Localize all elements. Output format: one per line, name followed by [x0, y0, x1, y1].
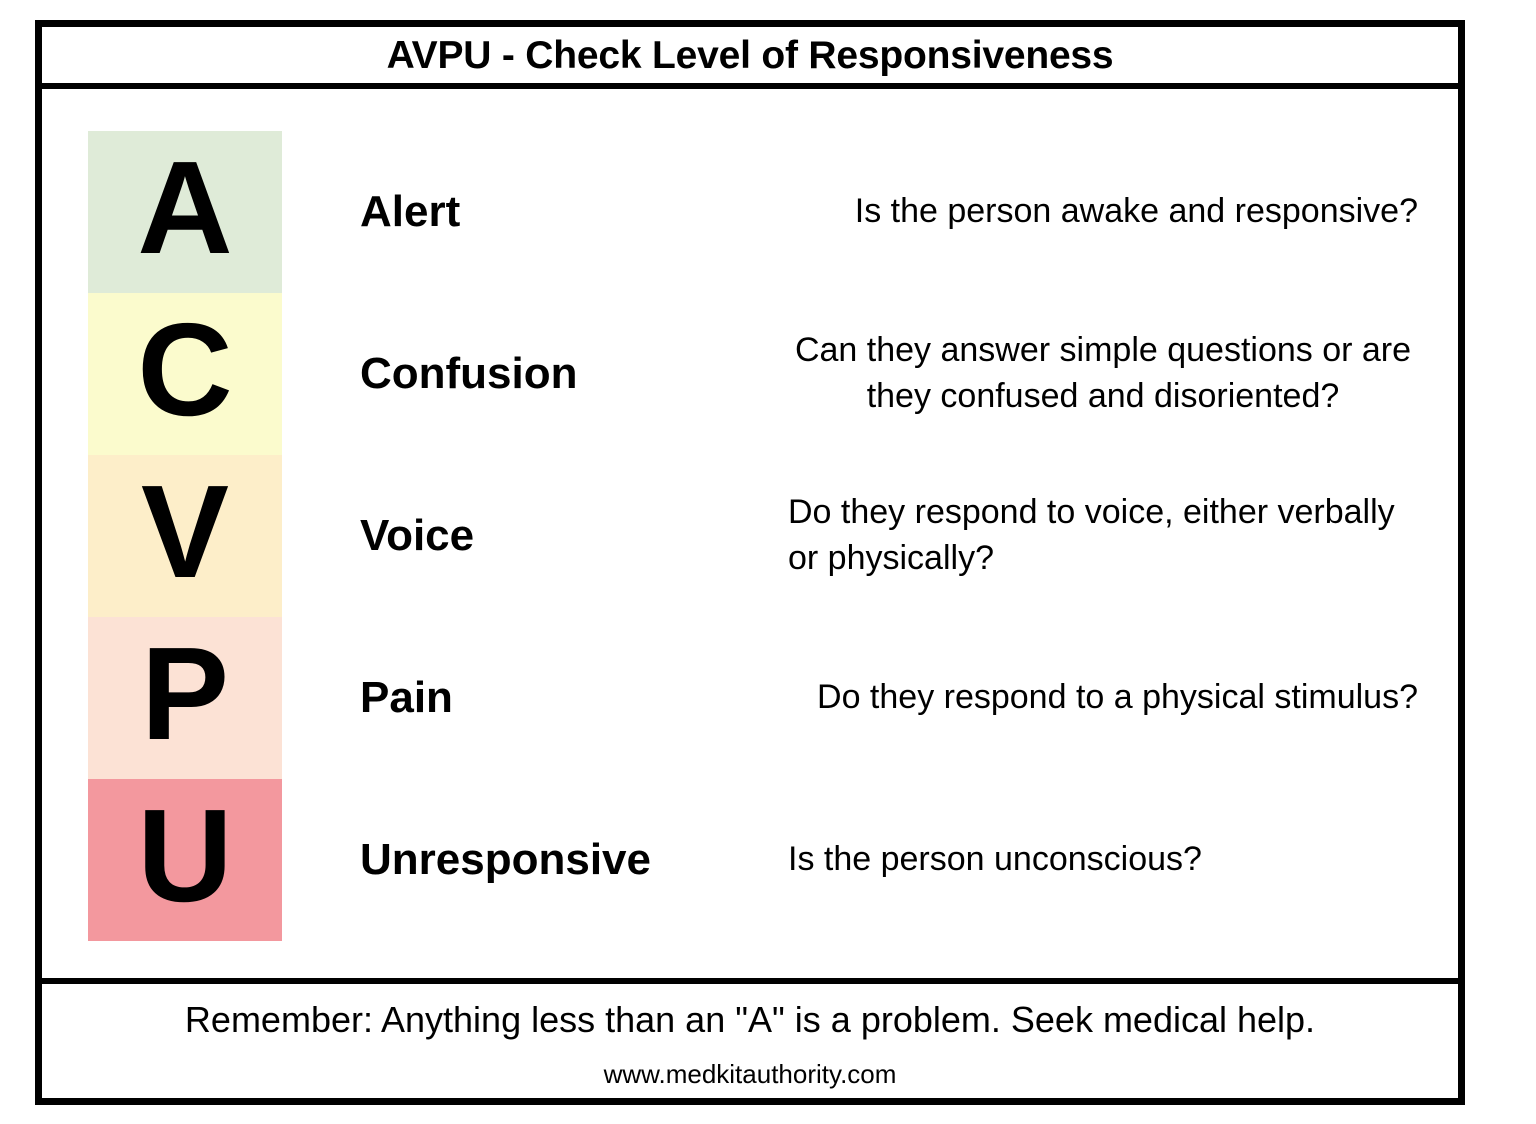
avpu-swatch-u: U	[88, 779, 282, 941]
avpu-label-cell-a: Alert	[360, 131, 760, 293]
table-row: U Unresponsive Is the person unconscious…	[88, 779, 1418, 941]
avpu-desc-cell-v: Do they respond to voice, either verball…	[788, 455, 1418, 617]
avpu-description-u: Is the person unconscious?	[788, 840, 1202, 879]
avpu-label-cell-v: Voice	[360, 455, 760, 617]
page-title: AVPU - Check Level of Responsiveness	[386, 33, 1114, 77]
avpu-description-v: Do they respond to voice, either verball…	[788, 493, 1395, 577]
avpu-poster: AVPU - Check Level of Responsiveness A A…	[35, 20, 1465, 1105]
avpu-label-u: Unresponsive	[360, 834, 651, 884]
poster-title-bar: AVPU - Check Level of Responsiveness	[42, 27, 1458, 89]
avpu-description-a: Is the person awake and responsive?	[854, 192, 1418, 231]
avpu-desc-cell-a: Is the person awake and responsive?	[788, 131, 1418, 293]
avpu-label-v: Voice	[360, 510, 475, 560]
avpu-desc-cell-u: Is the person unconscious?	[788, 779, 1418, 941]
avpu-swatch-v: V	[88, 455, 282, 617]
avpu-letter-v: V	[140, 458, 230, 605]
avpu-description-p: Do they respond to a physical stimulus?	[817, 678, 1418, 717]
avpu-swatch-c: C	[88, 293, 282, 455]
avpu-label-cell-p: Pain	[360, 617, 760, 779]
poster-body: A Alert Is the person awake and responsi…	[42, 89, 1458, 984]
table-row: V Voice Do they respond to voice, either…	[88, 455, 1418, 617]
table-row: P Pain Do they respond to a physical sti…	[88, 617, 1418, 779]
footer-url: www.medkitauthority.com	[603, 1059, 897, 1089]
footer-note: Remember: Anything less than an "A" is a…	[184, 999, 1316, 1041]
avpu-label-a: Alert	[360, 186, 461, 236]
avpu-label-cell-c: Confusion	[360, 293, 760, 455]
table-row: A Alert Is the person awake and responsi…	[88, 131, 1418, 293]
avpu-swatch-p: P	[88, 617, 282, 779]
avpu-rows: A Alert Is the person awake and responsi…	[88, 131, 1418, 941]
avpu-letter-u: U	[137, 782, 233, 929]
table-row: C Confusion Can they answer simple quest…	[88, 293, 1418, 455]
avpu-desc-cell-c: Can they answer simple questions or are …	[788, 293, 1418, 455]
avpu-description-c: Can they answer simple questions or are …	[794, 331, 1412, 415]
avpu-label-cell-u: Unresponsive	[360, 779, 760, 941]
avpu-letter-a: A	[137, 134, 233, 281]
avpu-letter-p: P	[140, 620, 230, 767]
avpu-desc-cell-p: Do they respond to a physical stimulus?	[788, 617, 1418, 779]
avpu-label-c: Confusion	[360, 348, 578, 398]
avpu-swatch-a: A	[88, 131, 282, 293]
avpu-letter-c: C	[137, 296, 233, 443]
avpu-label-p: Pain	[360, 672, 453, 722]
poster-footer: Remember: Anything less than an "A" is a…	[42, 984, 1458, 1105]
